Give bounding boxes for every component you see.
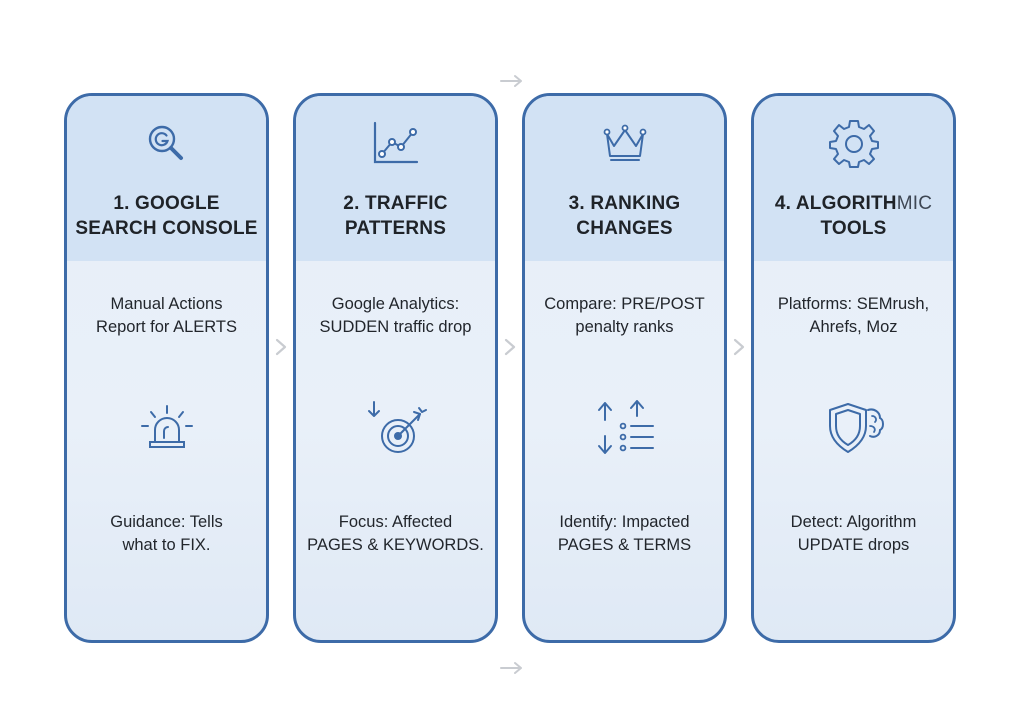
card-title: 4. ALGORITHMIC TOOLS [760,191,947,241]
card-header [525,96,724,261]
foot-line: Guidance: Tells [110,513,223,531]
card-description: Compare: PRE/POST penalty ranks [529,293,720,339]
chevron-right-icon [503,337,517,357]
card-header [296,96,495,261]
gear-icon [828,118,880,170]
card-footer: Guidance: Tells what to FIX. [71,511,262,557]
title-line: TOOLS [820,218,887,239]
desc-line: penalty ranks [575,318,674,336]
step-card-traffic-patterns: 2. TRAFFIC PATTERNS Google Analytics: SU… [293,93,498,643]
magnifier-g-icon [141,118,193,170]
card-header [67,96,266,261]
desc-line: Google Analytics: [331,295,460,313]
card-footer: Focus: Affected PAGES & KEYWORDS. [300,511,491,557]
step-card-algorithmic-tools: 4. ALGORITHMIC TOOLS Platforms: SEMrush,… [751,93,956,643]
flow-arrow-top-icon [499,74,525,88]
shield-brain-icon [822,396,886,460]
card-title: 3. RANKING CHANGES [568,193,681,239]
card-title: 1. GOOGLE SEARCH CONSOLE [75,193,258,239]
card-description: Platforms: SEMrush, Ahrefs, Moz [758,293,949,339]
desc-line: Platforms: SEMrush, [777,295,930,313]
desc-line: Ahrefs, Moz [809,318,898,336]
chevron-right-icon [732,337,746,357]
title-part: 4. ALGORITH [774,193,897,214]
step-card-ranking-changes: 3. RANKING CHANGES Compare: PRE/POST pen… [522,93,727,643]
desc-line: Compare: PRE/POST [544,295,705,313]
foot-line: Identify: Impacted [559,513,690,531]
chevron-right-icon [274,337,288,357]
foot-line: Focus: Affected [338,513,453,531]
card-description: Manual Actions Report for ALERTS [71,293,262,339]
card-footer: Identify: Impacted PAGES & TERMS [529,511,720,557]
target-arrow-icon [364,396,428,460]
desc-line: Manual Actions [110,295,223,313]
siren-alert-icon [135,396,199,460]
foot-line: what to FIX. [122,536,211,554]
foot-line: PAGES & KEYWORDS. [307,536,484,554]
desc-line: SUDDEN traffic drop [319,318,472,336]
step-card-google-search-console: 1. GOOGLE SEARCH CONSOLE Manual Actions … [64,93,269,643]
foot-line: UPDATE drops [797,536,910,554]
card-header [754,96,953,261]
foot-line: PAGES & TERMS [557,536,692,554]
line-chart-icon [370,118,422,170]
title-part-light: MIC [896,193,933,214]
crown-icon [599,118,651,170]
rank-list-icon [593,396,657,460]
card-description: Google Analytics: SUDDEN traffic drop [300,293,491,339]
foot-line: Detect: Algorithm [790,513,917,531]
card-title: 2. TRAFFIC PATTERNS [343,193,448,239]
desc-line: Report for ALERTS [96,318,237,336]
card-footer: Detect: Algorithm UPDATE drops [758,511,949,557]
flow-arrow-bottom-icon [499,661,525,675]
